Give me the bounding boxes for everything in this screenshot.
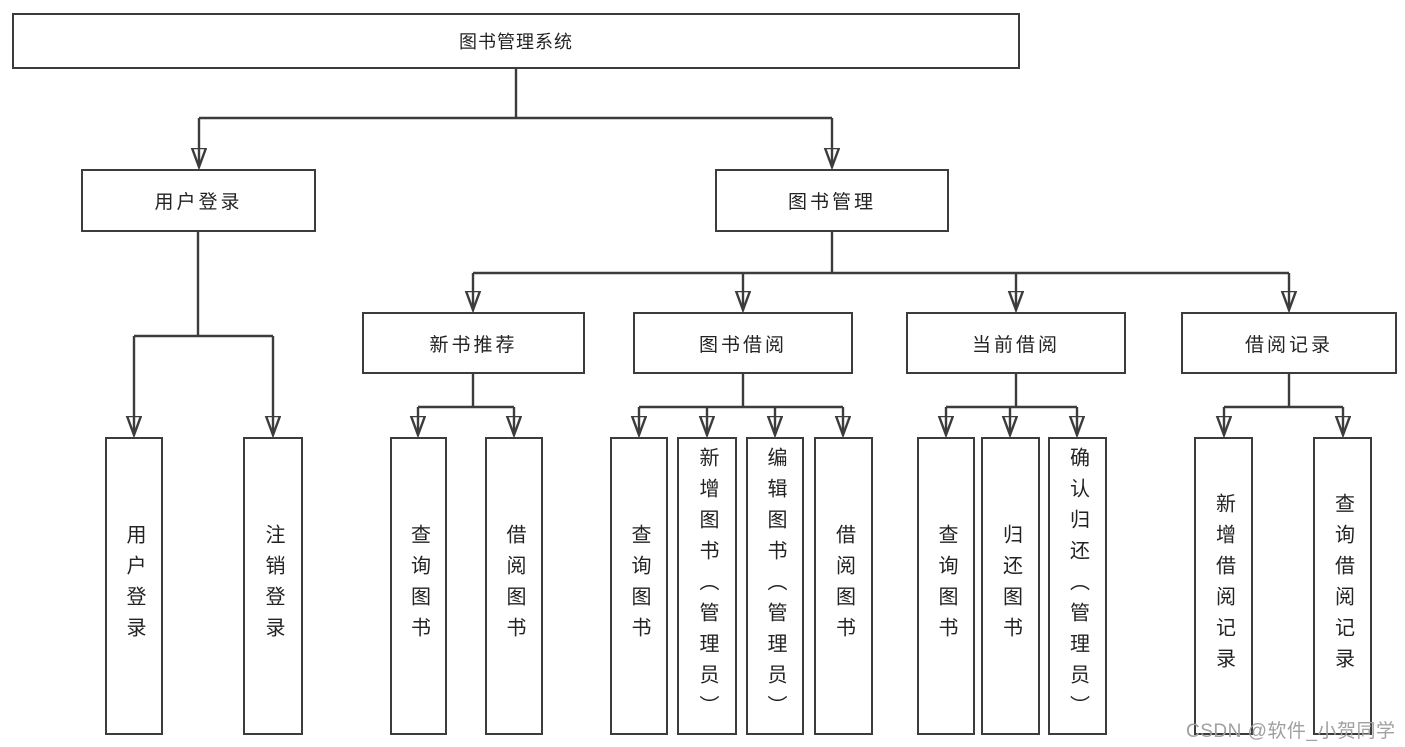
node-borrow-records-label: 借阅记录 bbox=[1244, 334, 1333, 356]
leaf-logout: 注销登录 bbox=[243, 437, 303, 735]
leaf-add-books-admin: 新增图书（管理员） bbox=[677, 437, 737, 735]
leaf-query-books-recommend-label: 查询图书 bbox=[407, 524, 430, 648]
leaf-query-books-current-label: 查询图书 bbox=[935, 524, 957, 648]
leaf-add-books-admin-label: 新增图书（管理员） bbox=[696, 446, 718, 726]
leaf-return-books: 归还图书 bbox=[981, 437, 1040, 735]
leaf-query-borrow-record: 查询借阅记录 bbox=[1313, 437, 1372, 735]
leaf-query-books-recommend: 查询图书 bbox=[390, 437, 447, 735]
node-root-label: 图书管理系统 bbox=[459, 32, 573, 52]
edge-book-management-children bbox=[473, 232, 1289, 310]
edge-current-borrow-children bbox=[946, 374, 1077, 435]
leaf-user-login: 用户登录 bbox=[105, 437, 163, 735]
node-user-login-label: 用户登录 bbox=[154, 192, 243, 213]
edge-new-book-recommend-children bbox=[418, 374, 514, 435]
node-new-book-recommend: 新书推荐 bbox=[362, 312, 585, 374]
edge-user-login-children bbox=[134, 232, 273, 435]
leaf-borrow-books-recommend: 借阅图书 bbox=[485, 437, 543, 735]
edge-book-borrow-children bbox=[639, 374, 843, 435]
leaf-query-books-current: 查询图书 bbox=[917, 437, 975, 735]
csdn-watermark: CSDN @软件_小贺同学 bbox=[1186, 721, 1396, 742]
leaf-add-borrow-record-label: 新增借阅记录 bbox=[1212, 493, 1235, 679]
leaf-add-borrow-record: 新增借阅记录 bbox=[1194, 437, 1253, 735]
leaf-query-borrow-record-label: 查询借阅记录 bbox=[1331, 493, 1354, 679]
node-new-book-recommend-label: 新书推荐 bbox=[429, 334, 518, 356]
leaf-confirm-return-admin: 确认归还（管理员） bbox=[1048, 437, 1107, 735]
node-borrow-records: 借阅记录 bbox=[1181, 312, 1397, 374]
leaf-query-books-borrow: 查询图书 bbox=[610, 437, 668, 735]
leaf-user-login-label: 用户登录 bbox=[123, 524, 145, 648]
leaf-query-books-borrow-label: 查询图书 bbox=[628, 524, 650, 648]
leaf-borrow-books-label: 借阅图书 bbox=[832, 524, 855, 648]
leaf-confirm-return-admin-label: 确认归还（管理员） bbox=[1066, 446, 1089, 726]
node-user-login: 用户登录 bbox=[81, 169, 316, 232]
node-root: 图书管理系统 bbox=[12, 13, 1020, 69]
leaf-borrow-books-recommend-label: 借阅图书 bbox=[503, 524, 525, 648]
node-book-management: 图书管理 bbox=[715, 169, 949, 232]
node-book-borrow-label: 图书借阅 bbox=[698, 334, 787, 356]
leaf-return-books-label: 归还图书 bbox=[999, 524, 1022, 648]
leaf-edit-books-admin-label: 编辑图书（管理员） bbox=[764, 446, 786, 726]
edge-borrow-records-children bbox=[1224, 374, 1343, 435]
node-current-borrow: 当前借阅 bbox=[906, 312, 1126, 374]
leaf-logout-label: 注销登录 bbox=[262, 524, 284, 648]
leaf-borrow-books: 借阅图书 bbox=[814, 437, 873, 735]
node-current-borrow-label: 当前借阅 bbox=[971, 334, 1060, 356]
node-book-borrow: 图书借阅 bbox=[633, 312, 853, 374]
edge-root-to-level1 bbox=[199, 69, 832, 167]
node-book-management-label: 图书管理 bbox=[787, 192, 876, 213]
leaf-edit-books-admin: 编辑图书（管理员） bbox=[746, 437, 804, 735]
